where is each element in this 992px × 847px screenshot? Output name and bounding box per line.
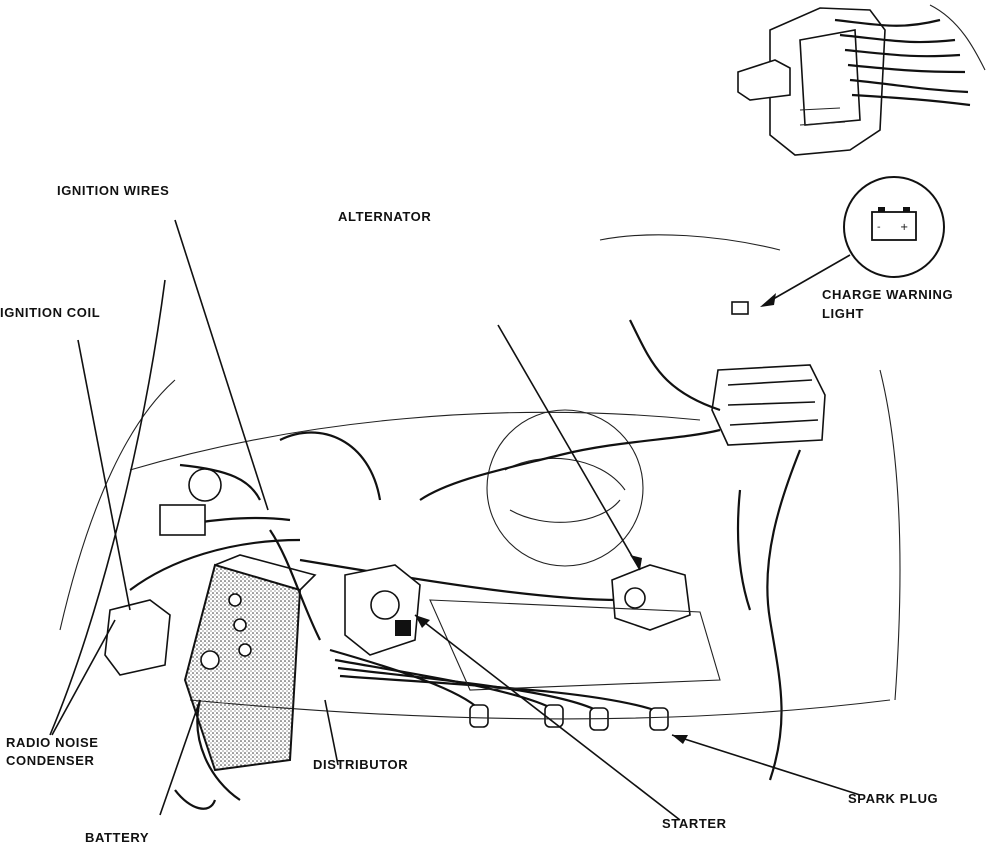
fuse-box xyxy=(711,364,826,446)
body-outline-left xyxy=(59,379,176,631)
label-starter: STARTER xyxy=(662,816,727,831)
warning-light-arrow xyxy=(767,254,851,303)
leader-condenser-2 xyxy=(51,619,116,736)
label-ignition-wires: IGNITION WIRES xyxy=(57,183,170,198)
label-distributor: DISTRIBUTOR xyxy=(313,757,409,772)
leader-battery xyxy=(159,699,201,816)
leader-condenser-1 xyxy=(49,279,166,736)
leader-ignition-coil xyxy=(77,339,131,611)
body-outline-right xyxy=(879,369,901,701)
leader-distributor xyxy=(324,699,339,766)
battery xyxy=(174,554,317,810)
label-alternator: ALTERNATOR xyxy=(338,209,432,224)
leader-starter xyxy=(414,614,681,821)
warning-lamp xyxy=(731,301,749,315)
svg-text:-: - xyxy=(877,222,881,233)
label-battery: BATTERY xyxy=(85,830,150,845)
battery-icon: - + xyxy=(843,176,945,278)
leader-ignition-wires xyxy=(174,219,269,511)
label-spark-plug: SPARK PLUG xyxy=(848,791,939,806)
distributor xyxy=(344,564,421,656)
label-charge-warning-2: LIGHT xyxy=(822,306,864,321)
connector-plug-icon xyxy=(737,4,986,156)
label-ignition-coil: IGNITION COIL xyxy=(0,305,101,320)
svg-text:+: + xyxy=(900,222,908,233)
label-charge-warning-1: CHARGE WARNING xyxy=(822,287,954,302)
alternator xyxy=(486,409,644,567)
ignition-wire-bundle xyxy=(269,529,661,714)
starter-motor xyxy=(611,564,691,631)
label-radio-noise-1: RADIO NOISE xyxy=(6,735,99,750)
ignition-coil xyxy=(104,468,222,676)
leader-alternator xyxy=(497,324,641,571)
leader-spark-plug xyxy=(671,734,861,796)
label-radio-noise-2: CONDENSER xyxy=(6,753,95,768)
engine-block xyxy=(429,599,721,691)
